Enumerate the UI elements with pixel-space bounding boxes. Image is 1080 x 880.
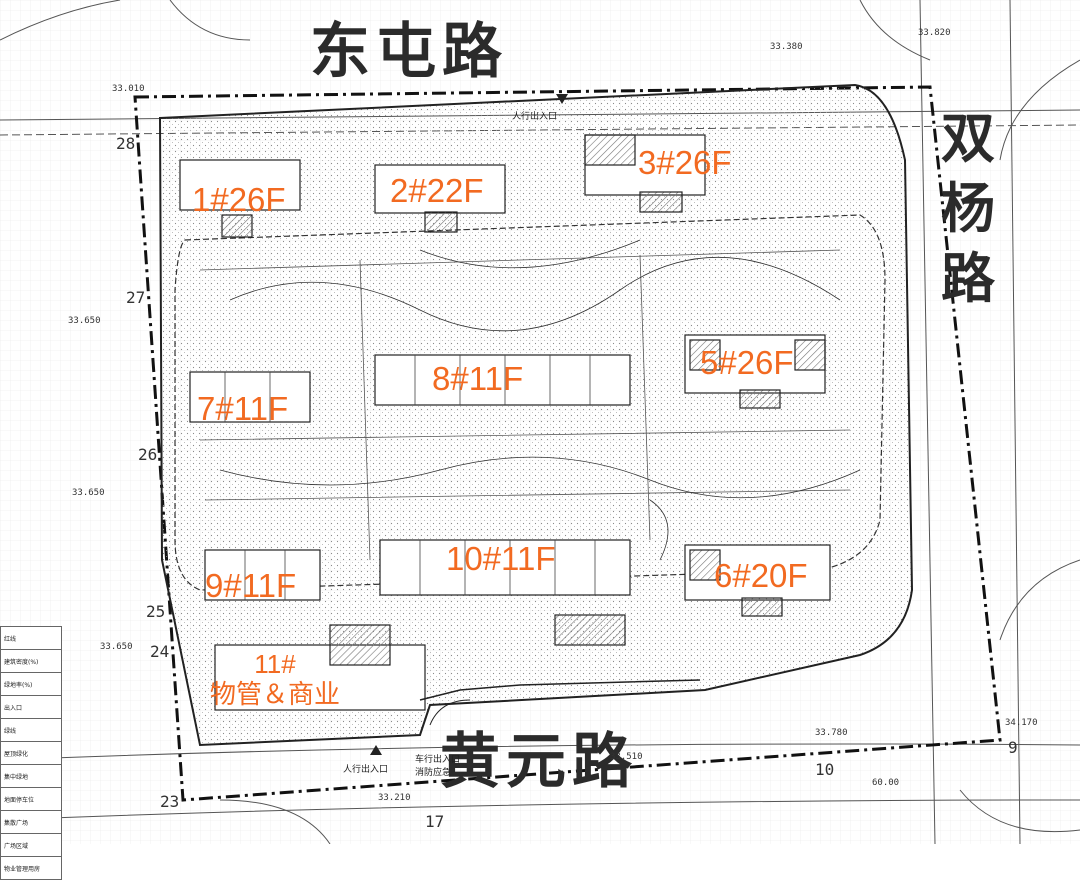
building-label-5: 5#26F bbox=[700, 344, 794, 381]
elevation-s2: 33.780 bbox=[815, 728, 848, 738]
entrance-marker-north bbox=[556, 94, 568, 104]
elevation-s1: 33.510 bbox=[610, 752, 643, 762]
grid-number: 25 bbox=[146, 602, 166, 621]
site-plan-drawing bbox=[0, 0, 1080, 844]
legend-row: 物业管理用房 bbox=[0, 856, 62, 880]
building-label-8: 8#11F bbox=[432, 360, 524, 397]
grid-number: 27 bbox=[126, 288, 146, 307]
grid-number: 23 bbox=[160, 792, 180, 811]
grid-number: 10 bbox=[815, 760, 835, 779]
building-label-10: 10#11F bbox=[446, 540, 556, 577]
grid-number: 9 bbox=[1008, 738, 1018, 757]
legend-row: 地面停车位 bbox=[0, 787, 62, 811]
elevation-s3: 33.210 bbox=[378, 793, 411, 803]
entrance-north-label: 人行出入口 bbox=[512, 112, 558, 122]
legend-row: 建筑密度(%) bbox=[0, 649, 62, 673]
entrance-south-vehicle-label: 车行出入口 bbox=[415, 755, 461, 765]
legend-row: 出入口 bbox=[0, 695, 62, 719]
entrance-south-pedestrian-label: 人行出入口 bbox=[343, 765, 389, 775]
building-label-7: 7#11F bbox=[197, 390, 289, 427]
road-name-east: 双杨路 bbox=[941, 107, 995, 311]
legend-row: 屋顶绿化 bbox=[0, 741, 62, 765]
elevation-ne: 33.820 bbox=[918, 28, 951, 38]
entrance-marker-south bbox=[370, 745, 382, 755]
building-label-3: 3#26F bbox=[638, 144, 732, 181]
elevation-road-width: 60.00 bbox=[872, 778, 900, 788]
elevation-w3: 33.650 bbox=[100, 642, 133, 652]
grid-number: 17 bbox=[425, 812, 445, 831]
road-name-north: 东屯路 bbox=[310, 17, 508, 87]
building-label-11-use: 物管＆商业 bbox=[209, 678, 340, 709]
building-label-1: 1#26F bbox=[192, 181, 286, 218]
building-footprints bbox=[179, 134, 831, 711]
elevation-nw: 33.010 bbox=[112, 84, 145, 94]
road-name-south: 黄元路 bbox=[440, 727, 638, 797]
building-label-11: 11# 物管＆商业 bbox=[200, 649, 350, 710]
grid-number: 26 bbox=[138, 445, 158, 464]
legend-row: 集中绿地 bbox=[0, 764, 62, 788]
elevation-n: 33.380 bbox=[770, 42, 803, 52]
grid-number: 28 bbox=[116, 134, 136, 153]
building-label-2: 2#22F bbox=[390, 172, 484, 209]
elevation-w2: 33.650 bbox=[72, 488, 105, 498]
elevation-w1: 33.650 bbox=[68, 316, 101, 326]
legend-row: 集散广场 bbox=[0, 810, 62, 834]
legend-row: 广场区域 bbox=[0, 833, 62, 857]
elevation-se: 34.170 bbox=[1005, 718, 1038, 728]
legend-row: 绿线 bbox=[0, 718, 62, 742]
grid-number: 24 bbox=[150, 642, 170, 661]
building-label-9: 9#11F bbox=[205, 567, 297, 604]
building-label-6: 6#20F bbox=[714, 557, 808, 594]
entrance-south-fire-label: 消防应急 bbox=[415, 768, 452, 778]
legend-row: 红线 bbox=[0, 626, 62, 650]
legend-table: 红线 建筑密度(%) 绿地率(%) 出入口 绿线 屋顶绿化 集中绿地 地面停车位… bbox=[0, 626, 62, 880]
building-label-11-id: 11# bbox=[254, 649, 296, 679]
legend-row: 绿地率(%) bbox=[0, 672, 62, 696]
